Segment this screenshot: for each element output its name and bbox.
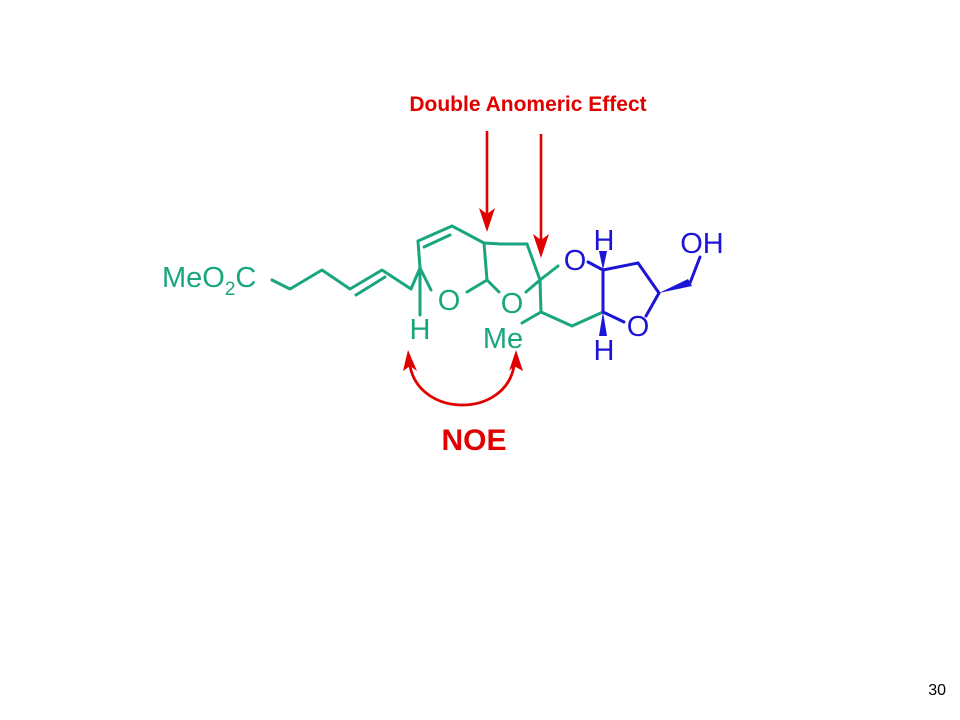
top-hydrogen-label: H [594,225,615,257]
wedge-bond-bottom-h [599,312,607,336]
ring-oxygen-spiro-pyran-label: O [564,245,587,277]
wedge-bond-top-h [599,251,607,270]
noe-arrow [403,350,523,407]
methyl-label: Me [483,323,523,355]
green-skeleton [270,224,605,328]
noe-label: NOE [441,424,506,457]
double-anomeric-effect-label: Double Anomeric Effect [409,93,646,116]
ring-hydrogen-label: H [410,314,431,346]
hydroxyl-label: OH [680,228,724,260]
blue-skeleton [586,260,661,324]
wedge-bond-hydroxymethyl [659,279,692,293]
ester-label: MeO2C [162,262,256,300]
ring-oxygen-furan-label: O [501,288,524,320]
ring-oxygen-thf-label: O [627,311,650,343]
hydroxymethyl-bond [688,255,702,285]
bottom-hydrogen-label: H [594,335,615,367]
ring-oxygen-pyran-label: O [438,285,461,317]
anomeric-arrow-right [533,134,549,258]
anomeric-arrow-left [479,131,495,232]
page-number: 30 [928,682,946,699]
